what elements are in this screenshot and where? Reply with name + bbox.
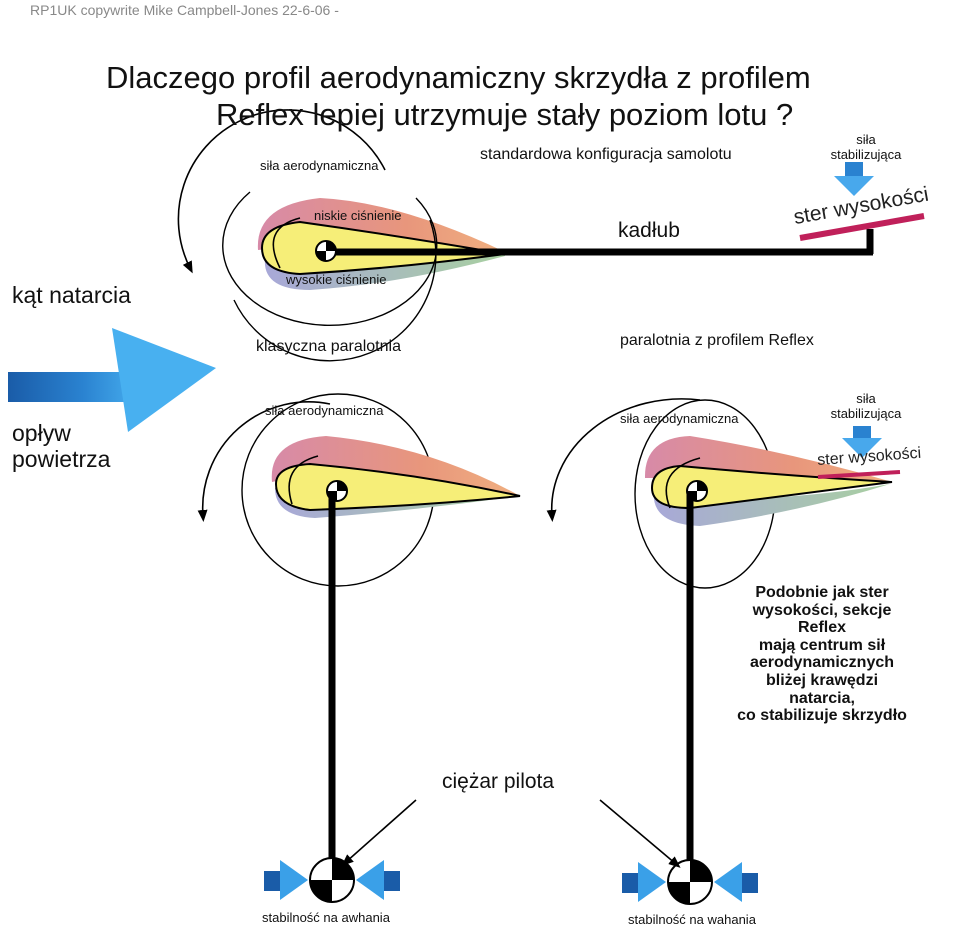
stability-label-classic: stabilność na awhania bbox=[262, 910, 390, 925]
explanation-line: bliżej krawędzi bbox=[765, 671, 879, 689]
explanation-line: Reflex bbox=[797, 619, 847, 637]
aero-moment-arc-top bbox=[177, 109, 386, 274]
title-line-1: Dlaczego profil aerodynamiczny skrzydła … bbox=[106, 60, 811, 95]
wing-top-layer-classic bbox=[271, 436, 520, 496]
wing-bottom-layer-top bbox=[264, 254, 505, 290]
pilot-mass-classic bbox=[264, 857, 400, 903]
airflow-label: opływ powietrza bbox=[12, 420, 110, 472]
aero-ring-top-visible bbox=[222, 191, 438, 326]
standard-aircraft-group bbox=[177, 109, 925, 321]
airflow-arrow bbox=[8, 328, 216, 432]
standard-config-heading: standardowa konfiguracja samolotu bbox=[480, 146, 732, 163]
aero-force-label-top: siła aerodynamiczna bbox=[260, 158, 379, 173]
explanation-line: natarcia, bbox=[789, 689, 855, 707]
explanation-line: mają centrum sił bbox=[758, 636, 886, 654]
wing-upper-curve-top bbox=[272, 217, 301, 269]
pilot-mass-reflex bbox=[622, 859, 758, 905]
aero-moment-arc-reflex bbox=[546, 398, 701, 522]
cg-symbol-classic bbox=[326, 480, 348, 502]
elevator-top bbox=[799, 213, 925, 241]
explanation-line: wysokości, sekcje bbox=[752, 601, 892, 619]
stability-label-reflex: stabilność na wahania bbox=[628, 912, 756, 927]
stabilizing-force-reflex-line2: stabilizująca bbox=[830, 406, 902, 421]
angle-of-attack-label: kąt natarcia bbox=[12, 282, 131, 308]
stabilizing-force-label-reflex: siła stabilizująca bbox=[826, 391, 906, 421]
airflow-label-line2: powietrza bbox=[12, 446, 111, 472]
wing-upper-curve-reflex bbox=[665, 457, 701, 509]
wing-upper-curve-classic bbox=[288, 455, 319, 505]
explanation-line: co stabilizuje skrzydło bbox=[737, 707, 907, 725]
reflex-paraglider-heading: paralotnia z profilem Reflex bbox=[620, 332, 814, 349]
stabilizing-force-label-top: siła stabilizująca bbox=[826, 132, 906, 162]
elevator-reflex bbox=[817, 470, 901, 479]
low-pressure-label: niskie ciśnienie bbox=[314, 208, 402, 223]
stabilizing-force-top-line2: stabilizująca bbox=[830, 147, 902, 162]
reflex-explanation: Podobnie jak ster wysokości, sekcje Refl… bbox=[706, 584, 938, 725]
aero-ring-top bbox=[233, 219, 437, 362]
high-pressure-label: wysokie ciśnienie bbox=[286, 272, 387, 287]
aero-moment-arc-classic bbox=[197, 401, 331, 522]
copyright-note: RP1UK copywrite Mike Campbell-Jones 22-6… bbox=[30, 2, 339, 18]
stabilizing-arrow-reflex bbox=[842, 426, 882, 458]
classic-paraglider-group bbox=[197, 393, 521, 903]
stabilizing-force-top-line1: siła bbox=[856, 132, 876, 147]
weight-pointer-reflex bbox=[599, 799, 681, 868]
aero-force-label-classic: siła aerodynamiczna bbox=[265, 403, 384, 418]
cg-symbol-reflex bbox=[686, 480, 708, 502]
explanation-line: aerodynamicznych bbox=[749, 654, 895, 672]
classic-paraglider-heading: klasyczna paralotnia bbox=[256, 338, 401, 355]
wing-bottom-layer-reflex bbox=[653, 484, 890, 526]
stabilizing-arrow-top bbox=[834, 162, 874, 196]
pilot-weight-label: ciężar pilota bbox=[442, 770, 555, 793]
weight-pointer-classic bbox=[341, 799, 417, 866]
explanation-line: Podobnie jak ster bbox=[755, 584, 889, 601]
cg-symbol-top bbox=[315, 240, 337, 262]
fuselage-label: kadłub bbox=[618, 219, 680, 242]
reflex-paraglider-group bbox=[546, 398, 901, 905]
circle-outline-top bbox=[418, 109, 634, 321]
stabilizing-force-reflex-line1: siła bbox=[856, 391, 876, 406]
airflow-label-line1: opływ bbox=[12, 420, 71, 446]
title-line-2: Reflex lepiej utrzymuje stały poziom lot… bbox=[216, 97, 794, 132]
aero-force-label-reflex: siła aerodynamiczna bbox=[620, 411, 739, 426]
